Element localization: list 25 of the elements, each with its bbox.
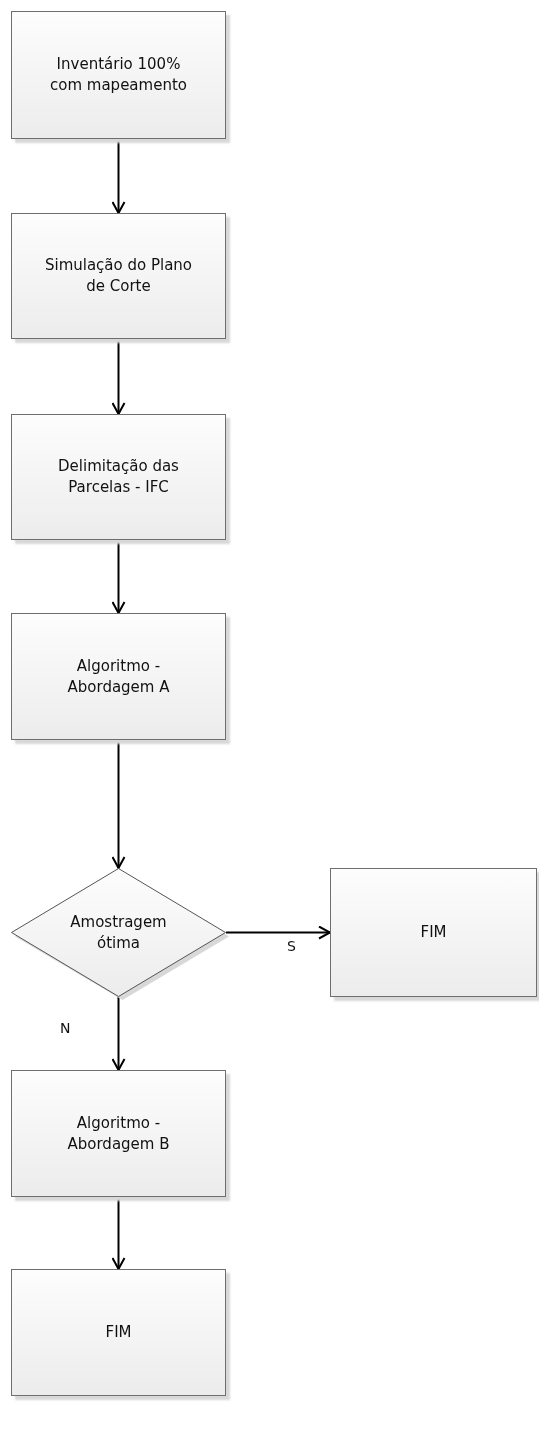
arrow xyxy=(111,338,126,415)
process-box xyxy=(11,213,226,339)
arrow xyxy=(111,996,126,1071)
arrow xyxy=(225,925,331,940)
node-text: Algoritmo - Abordagem A xyxy=(66,655,171,698)
process-box xyxy=(11,1269,226,1396)
node-text: Algoritmo - Abordagem B xyxy=(66,1112,171,1155)
process-box xyxy=(11,11,226,139)
node-text: Simulação do Plano de Corte xyxy=(43,255,194,297)
process-box xyxy=(11,613,226,740)
node-text: FIM xyxy=(419,922,448,943)
node-text: Delimitação das Parcelas - IFC xyxy=(57,456,180,498)
process-box xyxy=(11,1070,226,1197)
edge-label: S xyxy=(285,938,298,954)
edge-label: N xyxy=(58,1020,73,1036)
arrow xyxy=(111,739,126,869)
arrow xyxy=(111,138,126,214)
process-box xyxy=(11,414,226,540)
node-text: FIM xyxy=(104,1322,133,1343)
node-text: Amostragem ótima xyxy=(69,911,168,954)
arrow xyxy=(111,539,126,614)
node-text: Inventário 100% com mapeamento xyxy=(49,54,188,96)
decision-diamond xyxy=(11,868,226,997)
arrow xyxy=(111,1196,126,1270)
process-box xyxy=(330,868,537,997)
